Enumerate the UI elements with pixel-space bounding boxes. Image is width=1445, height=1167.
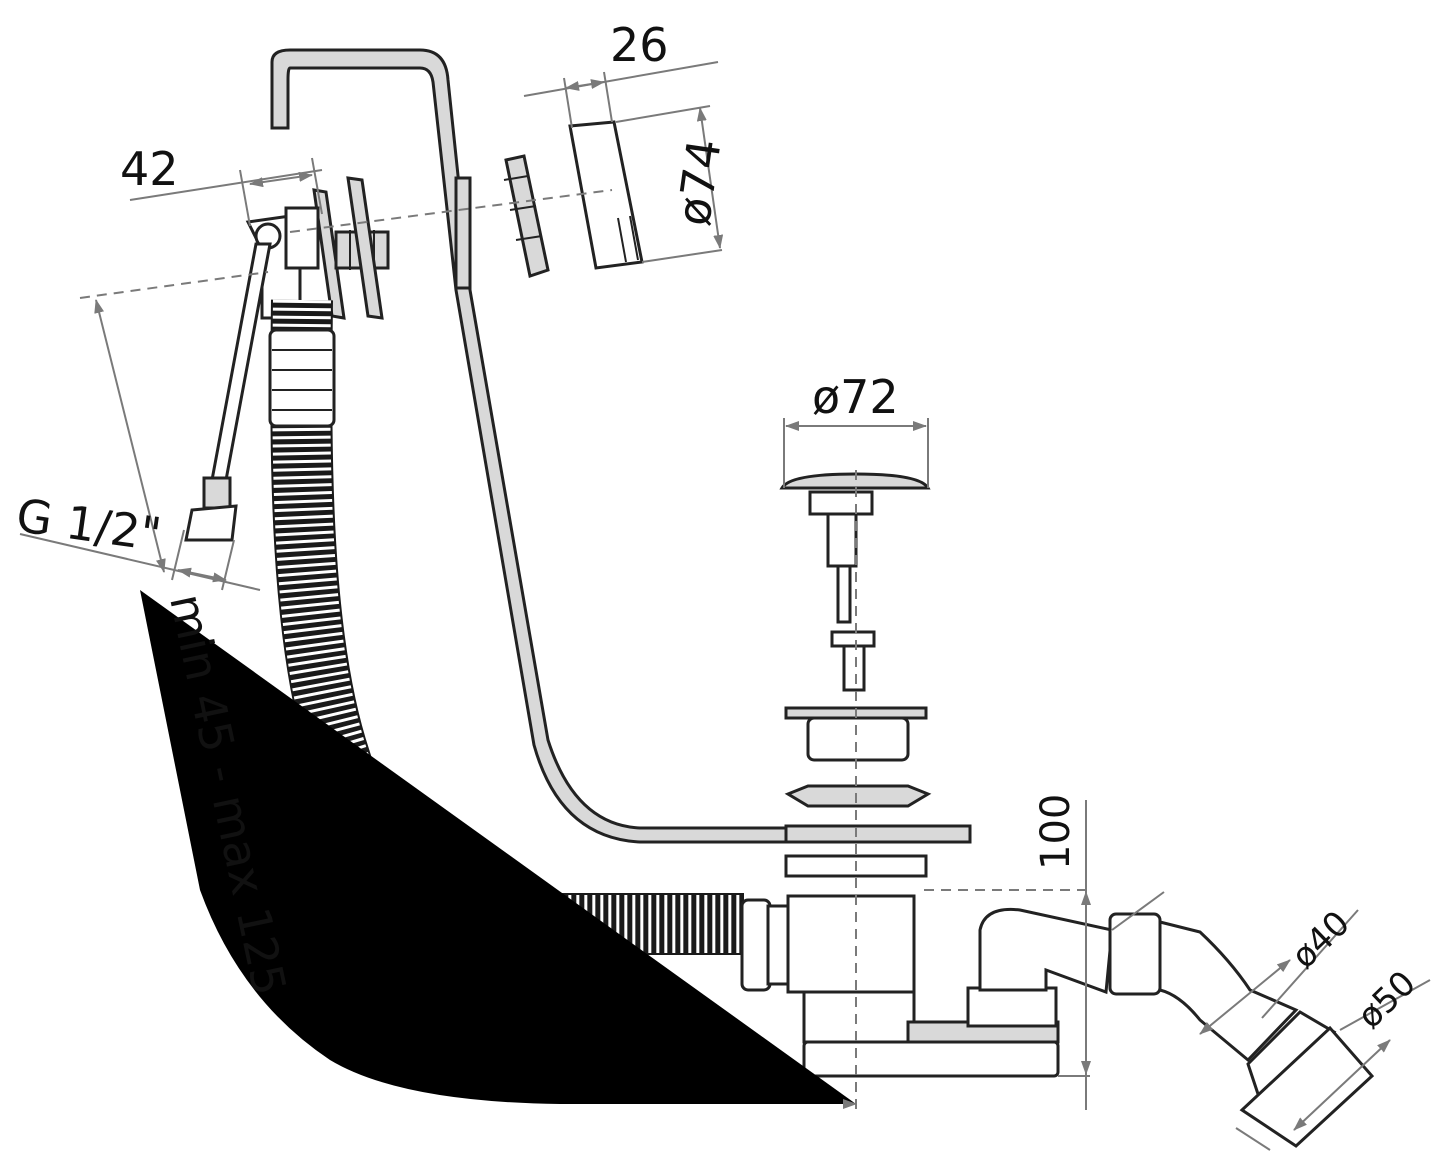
dimension-42: 42 [120,142,179,196]
dimension-100: 100 [1033,793,1079,870]
plug-assembly [779,472,972,878]
dimension-diameter-74: ø74 [666,135,732,229]
dimension-diameter-72: ø72 [812,370,899,424]
supply-hose [184,242,272,542]
centerlines [79,189,1086,1110]
dimension-lines [19,61,1431,1151]
trap-body [740,894,1375,1148]
dimension-26: 26 [610,18,669,72]
overflow-head [245,120,644,320]
